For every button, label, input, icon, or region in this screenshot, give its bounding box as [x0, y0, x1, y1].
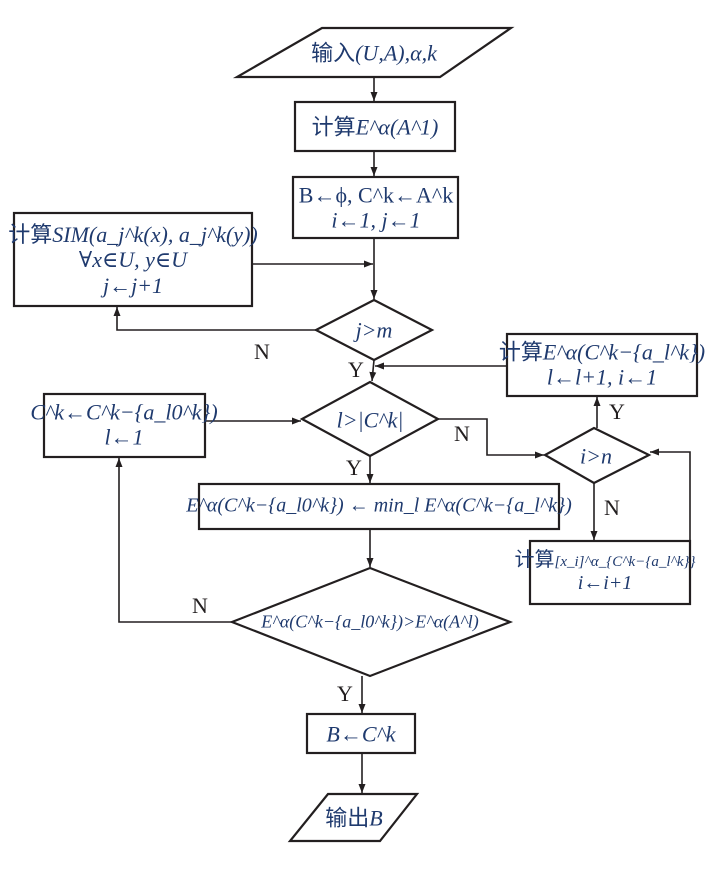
compute-sim-label: 计算SIM(a_j^k(x), a_j^k(y)) ∀x∈U, y∈U j←j+… — [8, 222, 257, 298]
compute-entropy-remove-al-line2: l←l+1, i←1 — [546, 365, 658, 390]
decision-j-gt-m-text: j>m — [355, 317, 393, 343]
compute-entropy-a1-cn: 计算 — [311, 114, 356, 140]
compute-sim-math: SIM(a_j^k(x), a_j^k(y)) — [52, 222, 258, 248]
compute-xi-label: 计算[x_i]^α_{C^k−{a_l^k}} i←i+1 — [515, 549, 696, 595]
compute-entropy-remove-al-box — [505, 332, 699, 398]
arrow-j-yes-down — [369, 359, 377, 382]
output-parallelogram — [287, 792, 420, 843]
compute-entropy-a1-label: 计算E^α(A^1) — [312, 114, 439, 139]
decision-i-gt-n-label: i>n — [580, 443, 612, 468]
min-entropy-box — [197, 482, 561, 531]
min-entropy-text: E^α(C^k−{a_l0^k}) ← min_l E^α(C^k−{a_l^k… — [186, 494, 572, 517]
label-j-no: N — [254, 339, 270, 364]
decision-entropy-compare-text: E^α(C^k−{a_l0^k})>E^α(A^l) — [261, 611, 479, 632]
output-label-cn: 输出 — [325, 805, 370, 831]
compute-sim-cn: 计算 — [8, 222, 53, 248]
label-j-yes: Y — [348, 357, 364, 382]
compute-xi-cn: 计算 — [514, 549, 555, 571]
label-l-no: N — [454, 421, 470, 446]
input-parallelogram — [232, 26, 515, 79]
init-label: B←ϕ, C^k←A^k i←1, j←1 — [299, 183, 453, 234]
assign-b-box — [305, 712, 417, 755]
label-i-no: N — [604, 495, 620, 520]
output-label-math: B — [369, 805, 383, 831]
decision-l-gt-ck-label: l>|C^k| — [337, 407, 404, 432]
compute-xi-line2: i←i+1 — [577, 572, 633, 594]
assign-b-label: B←C^k — [326, 721, 395, 746]
compute-sim-box — [12, 211, 254, 308]
compute-entropy-a1-math: E^α(A^1) — [355, 114, 439, 140]
arrow-j-no-to-sim — [113, 307, 316, 331]
output-label: 输出B — [325, 805, 382, 830]
label-l-yes: Y — [346, 455, 362, 480]
compute-xi-math: [x_i]^α_{C^k−{a_l^k}} — [554, 554, 696, 570]
compute-entropy-remove-al-cn: 计算 — [498, 339, 543, 365]
label-compare-no: N — [192, 593, 208, 618]
update-ck-label: C^k←C^k−{a_l0^k}) l←1 — [30, 400, 217, 451]
input-label-cn: 输入 — [311, 40, 356, 66]
input-label: 输入(U,A),α,k — [311, 40, 437, 65]
init-box — [291, 175, 460, 240]
compute-entropy-remove-al-label: 计算E^α(C^k−{a_l^k}) l←l+1, i←1 — [499, 340, 705, 391]
decision-entropy-compare-label: E^α(C^k−{a_l0^k})>E^α(A^l) — [261, 612, 479, 633]
decision-l-gt-ck-text: l>|C^k| — [336, 407, 404, 433]
label-compare-yes: Y — [337, 681, 353, 706]
arrow-compare-no-to-ck — [115, 458, 232, 623]
update-ck-line1: C^k←C^k−{a_l0^k}) — [30, 399, 218, 425]
compute-xi-box — [528, 539, 692, 606]
input-label-math: (U,A),α,k — [355, 40, 437, 66]
compute-sim-line2: ∀x∈U, y∈U — [78, 247, 188, 273]
init-line2: i←1, j←1 — [331, 208, 421, 233]
decision-j-gt-m-label: j>m — [356, 317, 393, 342]
update-ck-box — [42, 392, 207, 459]
decision-entropy-compare-diamond — [228, 566, 514, 678]
arrow-l-no-to-i-decision — [438, 418, 544, 459]
decision-i-gt-n-text: i>n — [580, 443, 612, 469]
update-ck-line2: l←1 — [104, 425, 144, 450]
compute-sim-line3: j←j+1 — [102, 272, 164, 298]
compute-entropy-a1-box — [293, 100, 457, 153]
min-entropy-label: E^α(C^k−{a_l0^k}) ← min_l E^α(C^k−{a_l^k… — [186, 495, 572, 518]
label-i-yes: Y — [609, 399, 625, 424]
compute-entropy-remove-al-math: E^α(C^k−{a_l^k}) — [542, 339, 706, 365]
arrow-xi-loop-to-i — [650, 448, 691, 572]
init-line1: B←ϕ, C^k←A^k — [298, 182, 454, 208]
assign-b-text: B←C^k — [326, 721, 396, 747]
